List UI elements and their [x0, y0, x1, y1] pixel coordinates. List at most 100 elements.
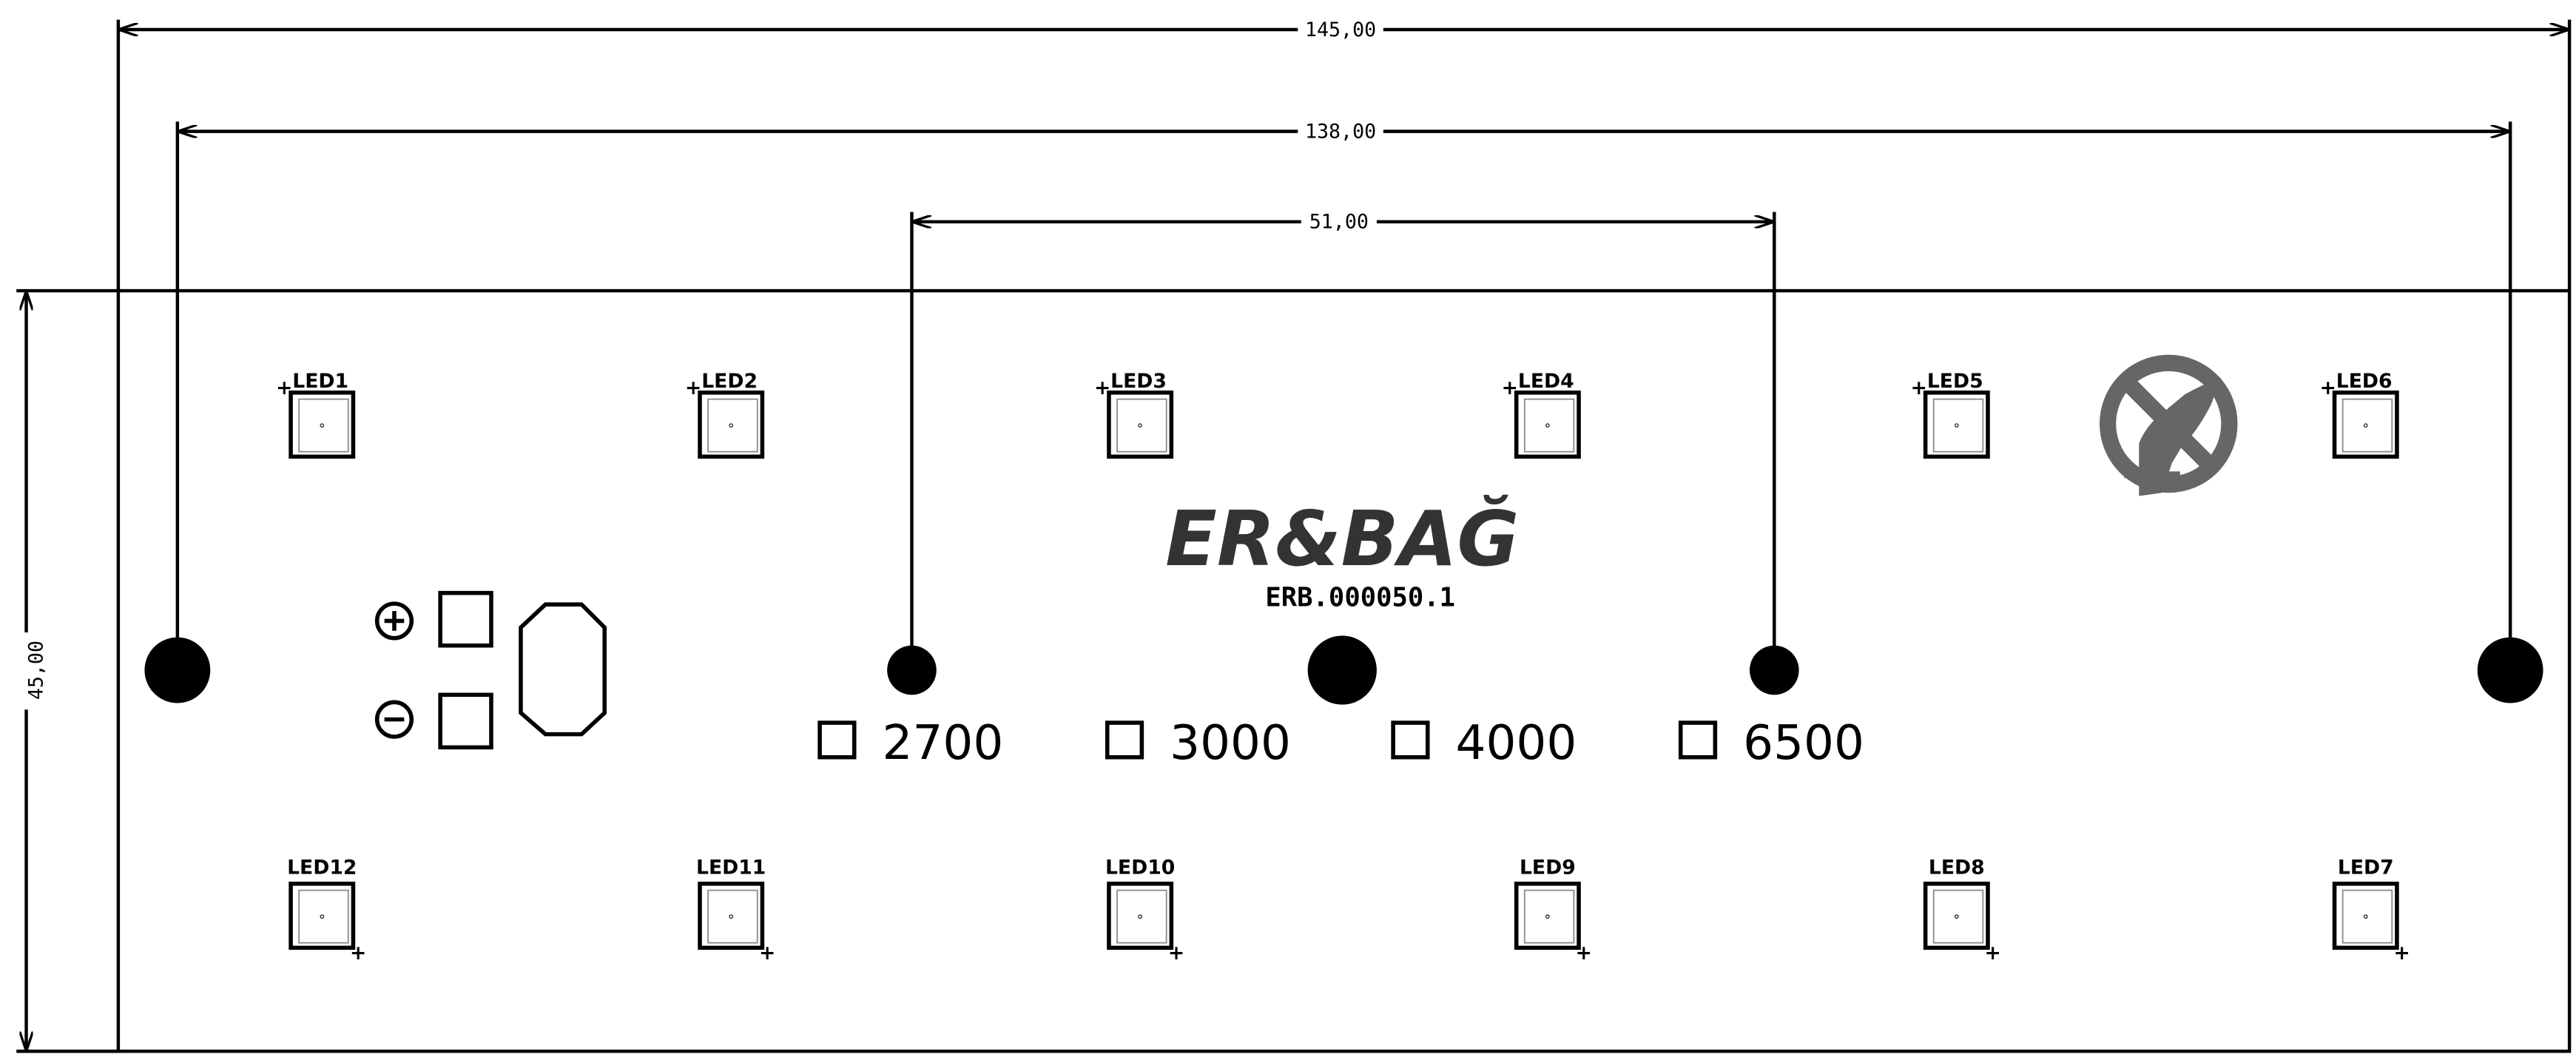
minus-icon	[374, 700, 414, 739]
led-center	[320, 423, 325, 428]
led-center	[1545, 914, 1550, 919]
part-number: ERB.000050.1	[1265, 582, 1455, 612]
led-outline	[1514, 881, 1581, 950]
polarity-mark: +	[1576, 942, 1592, 965]
led-footprint: LED4+	[1502, 370, 1581, 459]
pad-plus	[438, 590, 493, 648]
led-outline	[1107, 390, 1174, 459]
led-outline	[1107, 881, 1174, 950]
polarity-mark: +	[350, 942, 366, 965]
plus-icon	[374, 601, 414, 641]
led-label: LED3	[1110, 370, 1167, 393]
polarity-mark: +	[759, 942, 775, 965]
cct-checkbox	[817, 720, 857, 760]
mounting-hole	[1307, 635, 1377, 705]
led-pad	[1523, 889, 1575, 944]
led-center	[1138, 914, 1142, 919]
mounting-hole	[1750, 645, 1799, 695]
board-outline	[116, 288, 2572, 1053]
pad-minus	[438, 692, 493, 750]
led-center	[1138, 423, 1142, 428]
dimension-board-height: 45,00	[16, 288, 118, 1053]
dimension-label: 145,00	[1305, 18, 1376, 41]
led-footprint: LED10 +	[1105, 856, 1184, 964]
led-footprint: LED7+	[2332, 856, 2410, 965]
led-pad	[1932, 398, 1984, 453]
led-pad	[1523, 398, 1575, 453]
led-center	[2363, 423, 2368, 428]
polarity-mark: +	[1094, 376, 1110, 399]
led-pad	[2341, 398, 2393, 453]
mounting-hole	[2477, 637, 2543, 703]
polarity-mark: +	[2320, 376, 2336, 399]
connector-outline	[519, 602, 607, 737]
led-footprint: LED6+	[2320, 370, 2399, 459]
polarity-mark: +	[1168, 942, 1184, 965]
led-pad	[1116, 889, 1167, 944]
dimension-label: 51,00	[1309, 211, 1369, 234]
cct-option-2700: 2700	[817, 715, 1003, 771]
polarity-mark: +	[685, 376, 701, 399]
led-pad	[298, 889, 349, 944]
cct-option-4000: 4000	[1391, 715, 1577, 771]
cct-checkbox	[1391, 720, 1430, 760]
led-footprint: LED9 +	[1514, 856, 1592, 965]
cct-options: 2700 3000 4000 6500	[817, 715, 1864, 771]
led-center	[729, 423, 733, 428]
led-label: LED10	[1105, 856, 1175, 879]
led-outline	[2332, 881, 2399, 950]
cct-label: 4000	[1456, 715, 1577, 771]
cct-checkbox	[1105, 720, 1144, 760]
led-pad	[707, 398, 758, 453]
led-label: LED6	[2336, 370, 2393, 393]
mounting-hole	[887, 645, 937, 695]
led-center	[1545, 423, 1550, 428]
polarity-mark: +	[1985, 942, 2001, 965]
led-label: LED8	[1929, 856, 1985, 879]
led-outline	[1923, 881, 1990, 950]
led-footprint: LED5+	[1911, 370, 1990, 459]
led-label: LED2	[701, 370, 758, 393]
led-footprint: LED3+	[1094, 370, 1174, 459]
polarity-mark: +	[1911, 376, 1927, 399]
led-footprint: LED1+	[276, 370, 356, 459]
dimension-hole-span-outer: 138,00	[175, 121, 2512, 671]
led-label: LED5	[1927, 370, 1983, 393]
no-touch-esd-icon	[2100, 354, 2238, 496]
dimension-hole-span-inner: 51,00	[910, 211, 1776, 671]
dimension-overall-width: 145,00	[116, 18, 2572, 291]
led-pad	[1932, 889, 1984, 944]
led-pad	[2341, 889, 2393, 944]
dimension-label: 138,00	[1305, 121, 1376, 143]
dimension-label: 45,00	[25, 641, 48, 700]
led-outline	[1923, 390, 1990, 459]
led-label: LED4	[1518, 370, 1574, 393]
led-pad	[298, 398, 349, 453]
led-footprint: LED12 +	[287, 856, 366, 964]
led-outline	[698, 881, 765, 950]
led-pad	[1116, 398, 1167, 453]
polarity-mark: +	[1502, 376, 1518, 399]
led-label: LED7	[2338, 856, 2394, 879]
led-outline	[2332, 390, 2399, 459]
cct-label: 6500	[1743, 715, 1864, 771]
cct-label: 2700	[882, 715, 1003, 771]
led-label: LED1	[292, 370, 348, 393]
led-footprint: LED8 +	[1923, 856, 2001, 965]
led-center	[2363, 914, 2368, 919]
cct-option-6500: 6500	[1678, 715, 1864, 771]
led-center	[729, 914, 733, 919]
led-footprints: LED1+LED2+LED3+LED4+LED5+LED6+LED12+LED1…	[276, 370, 2410, 965]
led-outline	[289, 881, 356, 950]
led-label: LED12	[287, 856, 357, 879]
led-center	[320, 914, 325, 919]
cct-label: 3000	[1170, 715, 1291, 771]
led-label: LED9	[1520, 856, 1576, 879]
brand-logo: ER&BAĞ	[1165, 495, 1519, 584]
polarity-mark: +	[276, 376, 292, 399]
led-footprint: LED11+	[696, 856, 775, 964]
led-center	[1955, 423, 1959, 428]
mounting-hole	[144, 637, 211, 703]
led-outline	[1514, 390, 1581, 459]
